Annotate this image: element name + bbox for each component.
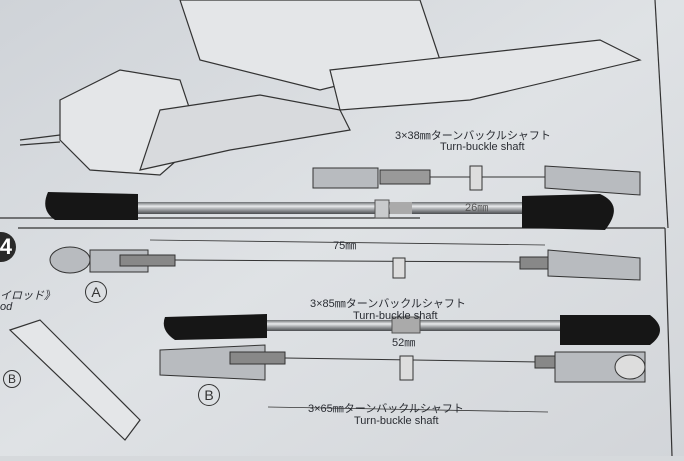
step-number-badge: 4 (0, 232, 16, 262)
shaft-b-en-label: Turn-buckle shaft (354, 415, 439, 427)
turnbuckle-rod-long (45, 192, 614, 230)
top-shaft-en-label: Turn-buckle shaft (440, 141, 525, 153)
shaft-a-en-label: Turn-buckle shaft (353, 310, 438, 322)
top-shaft-dimension: 26㎜ (465, 202, 489, 214)
chassis-drawing (0, 0, 673, 457)
turnbuckle-rod-short (163, 314, 660, 345)
shaft-b-dimension: 52㎜ (392, 337, 416, 349)
shaft-a-dimension: 75㎜ (333, 240, 357, 252)
shaft-b-jp-label: 3×65㎜ターンバックルシャフト (308, 403, 464, 415)
marker-b: B (198, 384, 220, 406)
top-shaft-jp-label: 3×38㎜ターンバックルシャフト (395, 130, 551, 142)
shaft-b-diagram (159, 344, 646, 413)
side-text-1: イロッド》 (0, 290, 55, 302)
shaft-a-jp-label: 3×85㎜ターンバックルシャフト (310, 298, 466, 310)
marker-a: A (85, 281, 107, 303)
top-shaft-diagram (312, 165, 641, 196)
side-marker-b: B (3, 370, 21, 388)
side-text-2: od (0, 301, 13, 313)
shaft-a-diagram (49, 239, 641, 281)
